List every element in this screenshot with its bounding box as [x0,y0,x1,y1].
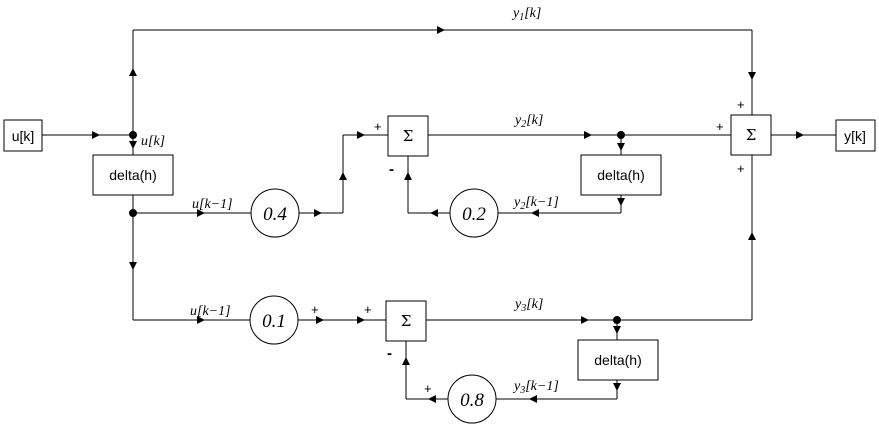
arrow-down-bottom [129,262,137,270]
sum-symbol-3: Σ [401,312,412,330]
arrow-up-sum2 [339,172,347,180]
arrow-down-delay3 [613,326,621,334]
arrow-delay2-out [617,198,625,206]
output-sum-plus-top: + [737,97,745,112]
sum-block-output: Σ [730,114,772,156]
wires [42,29,836,400]
delay-label-2: delta(h) [597,167,644,183]
gain-value-04: 0.4 [263,204,287,225]
gain-value-02: 0.2 [462,204,486,225]
arrow-y3-right [581,316,589,324]
sum-symbol-2: Σ [403,127,414,145]
arrow-gain02-in [531,209,539,217]
gain08-plus-sign: + [424,381,432,396]
arrow-up-to-top [129,68,137,76]
input-label: u[k] [12,128,35,144]
arrow-delay3-out [613,383,621,391]
output-sum-plus-bottom: + [737,161,745,176]
arrow-up-output-sum [748,232,756,240]
arrow-to-output-sum [796,131,804,139]
arrow-down-delay1 [129,141,137,149]
signal-y3-k: y3[k] [513,297,543,314]
junction-input [129,131,137,139]
arrow-down-delay2 [617,143,625,151]
arrow-gain01-in [197,316,205,324]
sum-block-3: Σ [385,300,427,342]
arrow-sum2-in [357,131,365,139]
arrow-sum3-in [357,316,365,324]
arrow-gain08-out [428,395,436,403]
delay-label-1: delta(h) [109,167,156,183]
arrow-top-right [437,26,445,34]
sum3-plus-sign: + [364,302,372,317]
gain-value-01: 0.1 [262,311,286,332]
input-block: u[k] [3,119,43,152]
arrow-gain08-in [529,395,537,403]
junction-y3 [613,316,621,324]
junction-delay1-out [129,209,137,217]
sum3-minus-sign: - [387,345,392,362]
sum2-plus-sign: + [374,119,382,134]
delay-block-3: delta(h) [577,339,659,381]
gain-block-01: 0.1 [249,295,299,345]
arrow-top-down [748,72,756,80]
arrow-gain04-out [314,209,322,217]
gain-value-08: 0.8 [460,390,484,411]
output-label: y[k] [844,128,866,144]
signal-u-k-minus-1-bottom: u[k−1] [190,304,231,319]
output-block: y[k] [835,119,876,152]
signal-y2-k-minus-1: y2[k−1] [512,195,559,212]
gain01-plus-sign: + [311,302,319,317]
sum-block-2: Σ [387,115,429,157]
gain-block-08: 0.8 [447,374,497,424]
sum2-minus-sign: - [389,161,394,178]
arrow-up-sum3-minus [402,357,410,365]
delay-label-3: delta(h) [594,352,641,368]
arrow-gain04-in [197,209,205,217]
arrowheads [92,26,804,403]
signal-u-k-minus-1-top: u[k−1] [192,197,233,212]
arrow-y2-right [584,131,592,139]
arrow-up-sum2-minus [404,172,412,180]
arrow-gain01-out [316,316,324,324]
arrow-gain02-out [430,209,438,217]
signal-y3-k-minus-1: y3[k−1] [512,379,559,396]
output-sum-plus-left: + [716,119,724,134]
gain-block-04: 0.4 [250,188,300,238]
arrow-input-right [92,131,100,139]
signal-y1-k: y1[k] [511,6,541,23]
delay-block-2: delta(h) [580,154,662,196]
signal-y2-k: y2[k] [513,113,543,130]
delay-block-1: delta(h) [92,154,174,196]
gain-block-02: 0.2 [449,188,499,238]
junction-y2 [617,131,625,139]
signal-u-k: u[k] [141,134,165,149]
sum-symbol-output: Σ [746,126,757,144]
